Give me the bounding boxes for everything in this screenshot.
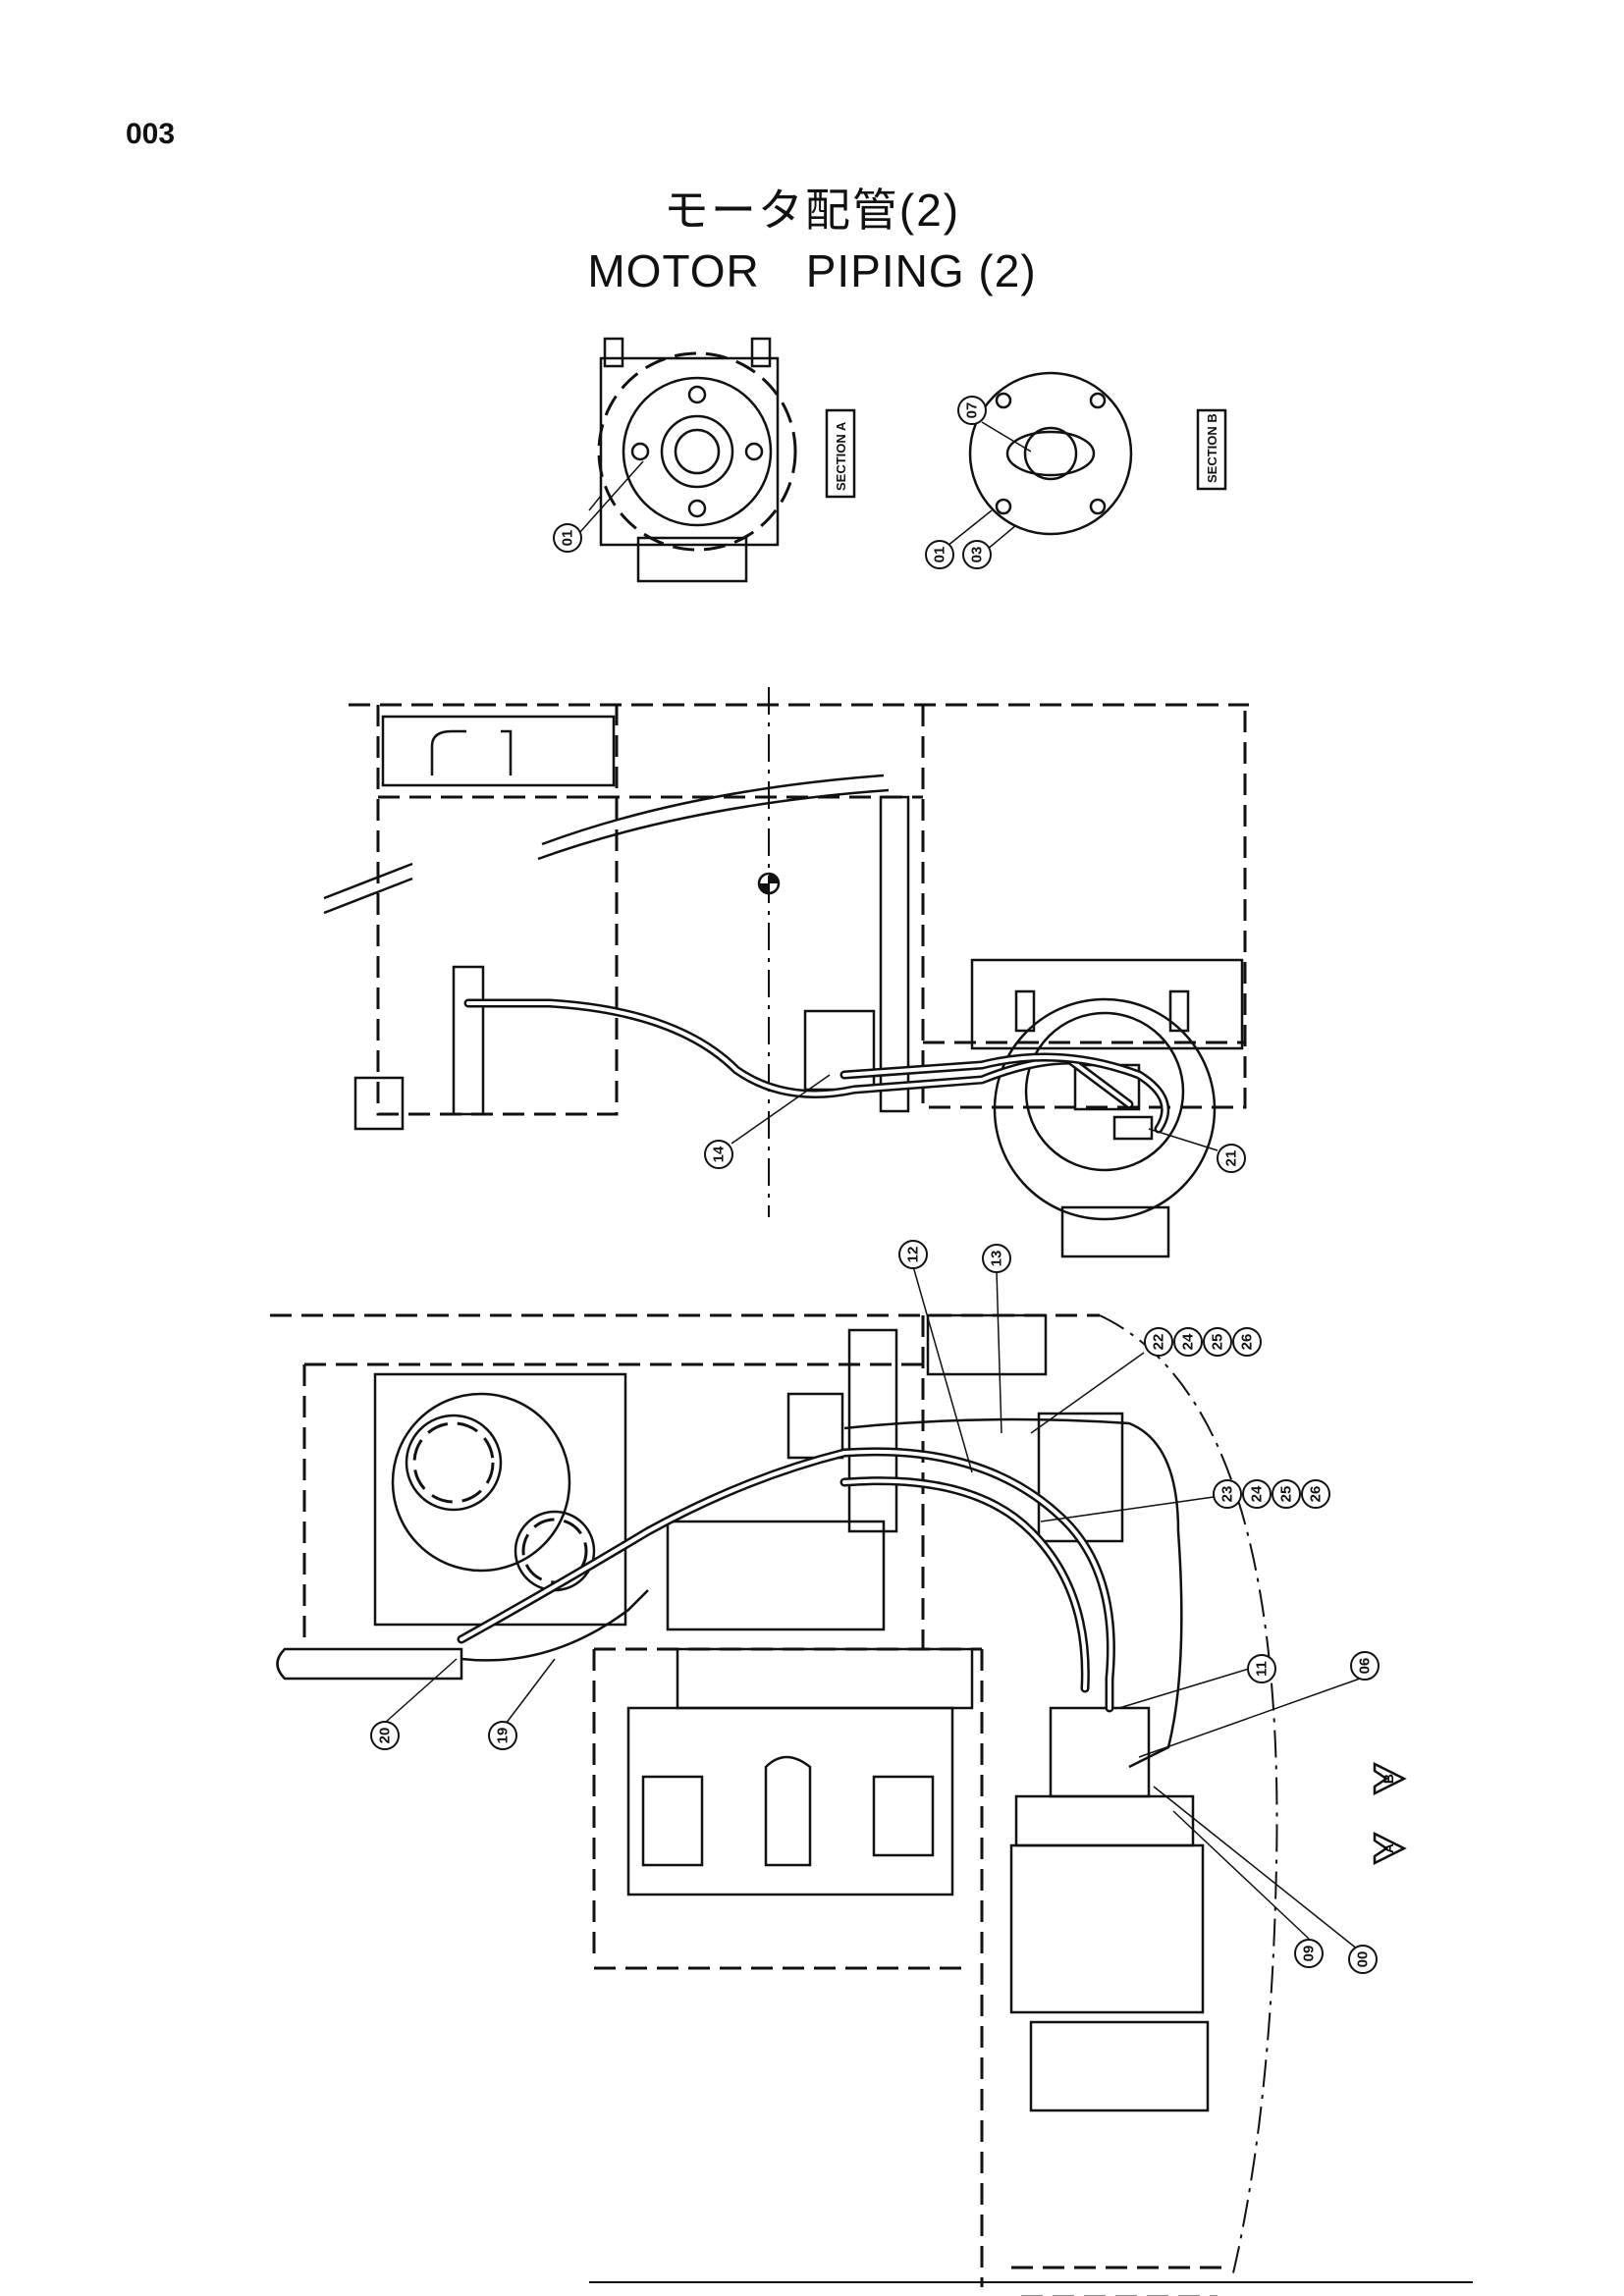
plan-view-hoses <box>384 1265 1364 1954</box>
svg-text:24: 24 <box>1180 1333 1197 1350</box>
callout-plan-19: 19 <box>488 1721 517 1750</box>
page-title-japanese: モータ配管(2) <box>663 185 961 236</box>
callout-plan-26-b: 26 <box>1301 1479 1330 1509</box>
svg-text:24: 24 <box>1249 1485 1266 1502</box>
callout-plan-22: 22 <box>1144 1327 1173 1357</box>
section-b-label: SECTION B <box>1196 408 1227 491</box>
callout-section-b-03: 03 <box>962 540 992 569</box>
svg-text:14: 14 <box>711 1146 728 1162</box>
callout-plan-25-a: 25 <box>1203 1327 1232 1357</box>
svg-text:03: 03 <box>969 547 986 563</box>
svg-text:25: 25 <box>1278 1486 1295 1503</box>
svg-text:20: 20 <box>377 1728 394 1744</box>
svg-text:09: 09 <box>1301 1946 1318 1962</box>
svg-text:A: A <box>1380 1843 1396 1853</box>
callout-plan-26-a: 26 <box>1232 1327 1262 1357</box>
svg-text:01: 01 <box>932 547 948 563</box>
callout-section-b-07: 07 <box>957 396 987 425</box>
callout-plan-00: 00 <box>1348 1945 1378 1974</box>
svg-text:25: 25 <box>1210 1334 1226 1351</box>
callout-plan-24-a: 24 <box>1173 1327 1203 1357</box>
section-b-view <box>942 371 1133 551</box>
view-arrow-a: A <box>1373 1831 1407 1866</box>
callout-section-b-01: 01 <box>925 540 954 569</box>
callout-plan-11: 11 <box>1247 1654 1276 1683</box>
svg-text:23: 23 <box>1219 1486 1236 1503</box>
svg-text:11: 11 <box>1254 1661 1271 1677</box>
svg-text:12: 12 <box>905 1247 922 1263</box>
svg-text:19: 19 <box>495 1728 512 1744</box>
svg-text:26: 26 <box>1239 1334 1256 1351</box>
callout-plan-20: 20 <box>370 1721 400 1750</box>
svg-text:22: 22 <box>1151 1334 1167 1351</box>
callout-section-a-01: 01 <box>553 523 582 553</box>
plan-view-frame <box>270 1313 1278 2296</box>
callout-top-14: 14 <box>704 1140 733 1169</box>
svg-text:07: 07 <box>964 402 981 419</box>
callout-plan-25-b: 25 <box>1272 1479 1301 1509</box>
callout-plan-23: 23 <box>1213 1479 1242 1509</box>
svg-text:21: 21 <box>1223 1150 1240 1167</box>
svg-text:SECTION A: SECTION A <box>834 421 848 491</box>
svg-text:B: B <box>1380 1774 1396 1784</box>
svg-text:00: 00 <box>1355 1951 1372 1968</box>
callout-plan-06: 06 <box>1350 1651 1380 1681</box>
callout-top-21: 21 <box>1217 1144 1246 1173</box>
page-number: 003 <box>126 118 176 150</box>
callout-plan-24-b: 24 <box>1242 1479 1272 1509</box>
svg-text:01: 01 <box>560 530 576 547</box>
view-arrow-b: B <box>1373 1761 1407 1796</box>
top-view-hose-14 <box>463 998 1218 1151</box>
section-a-view <box>578 337 797 583</box>
svg-text:26: 26 <box>1308 1486 1325 1503</box>
page-title-english: MOTOR PIPING (2) <box>587 245 1037 296</box>
section-a-label: SECTION A <box>825 408 856 499</box>
callout-plan-13: 13 <box>982 1244 1011 1273</box>
top-view-frame <box>323 687 1249 1258</box>
callout-plan-09: 09 <box>1294 1939 1324 1968</box>
svg-text:13: 13 <box>989 1251 1005 1267</box>
callout-plan-12: 12 <box>898 1240 928 1269</box>
svg-text:06: 06 <box>1357 1658 1374 1675</box>
svg-text:SECTION B: SECTION B <box>1205 413 1219 483</box>
